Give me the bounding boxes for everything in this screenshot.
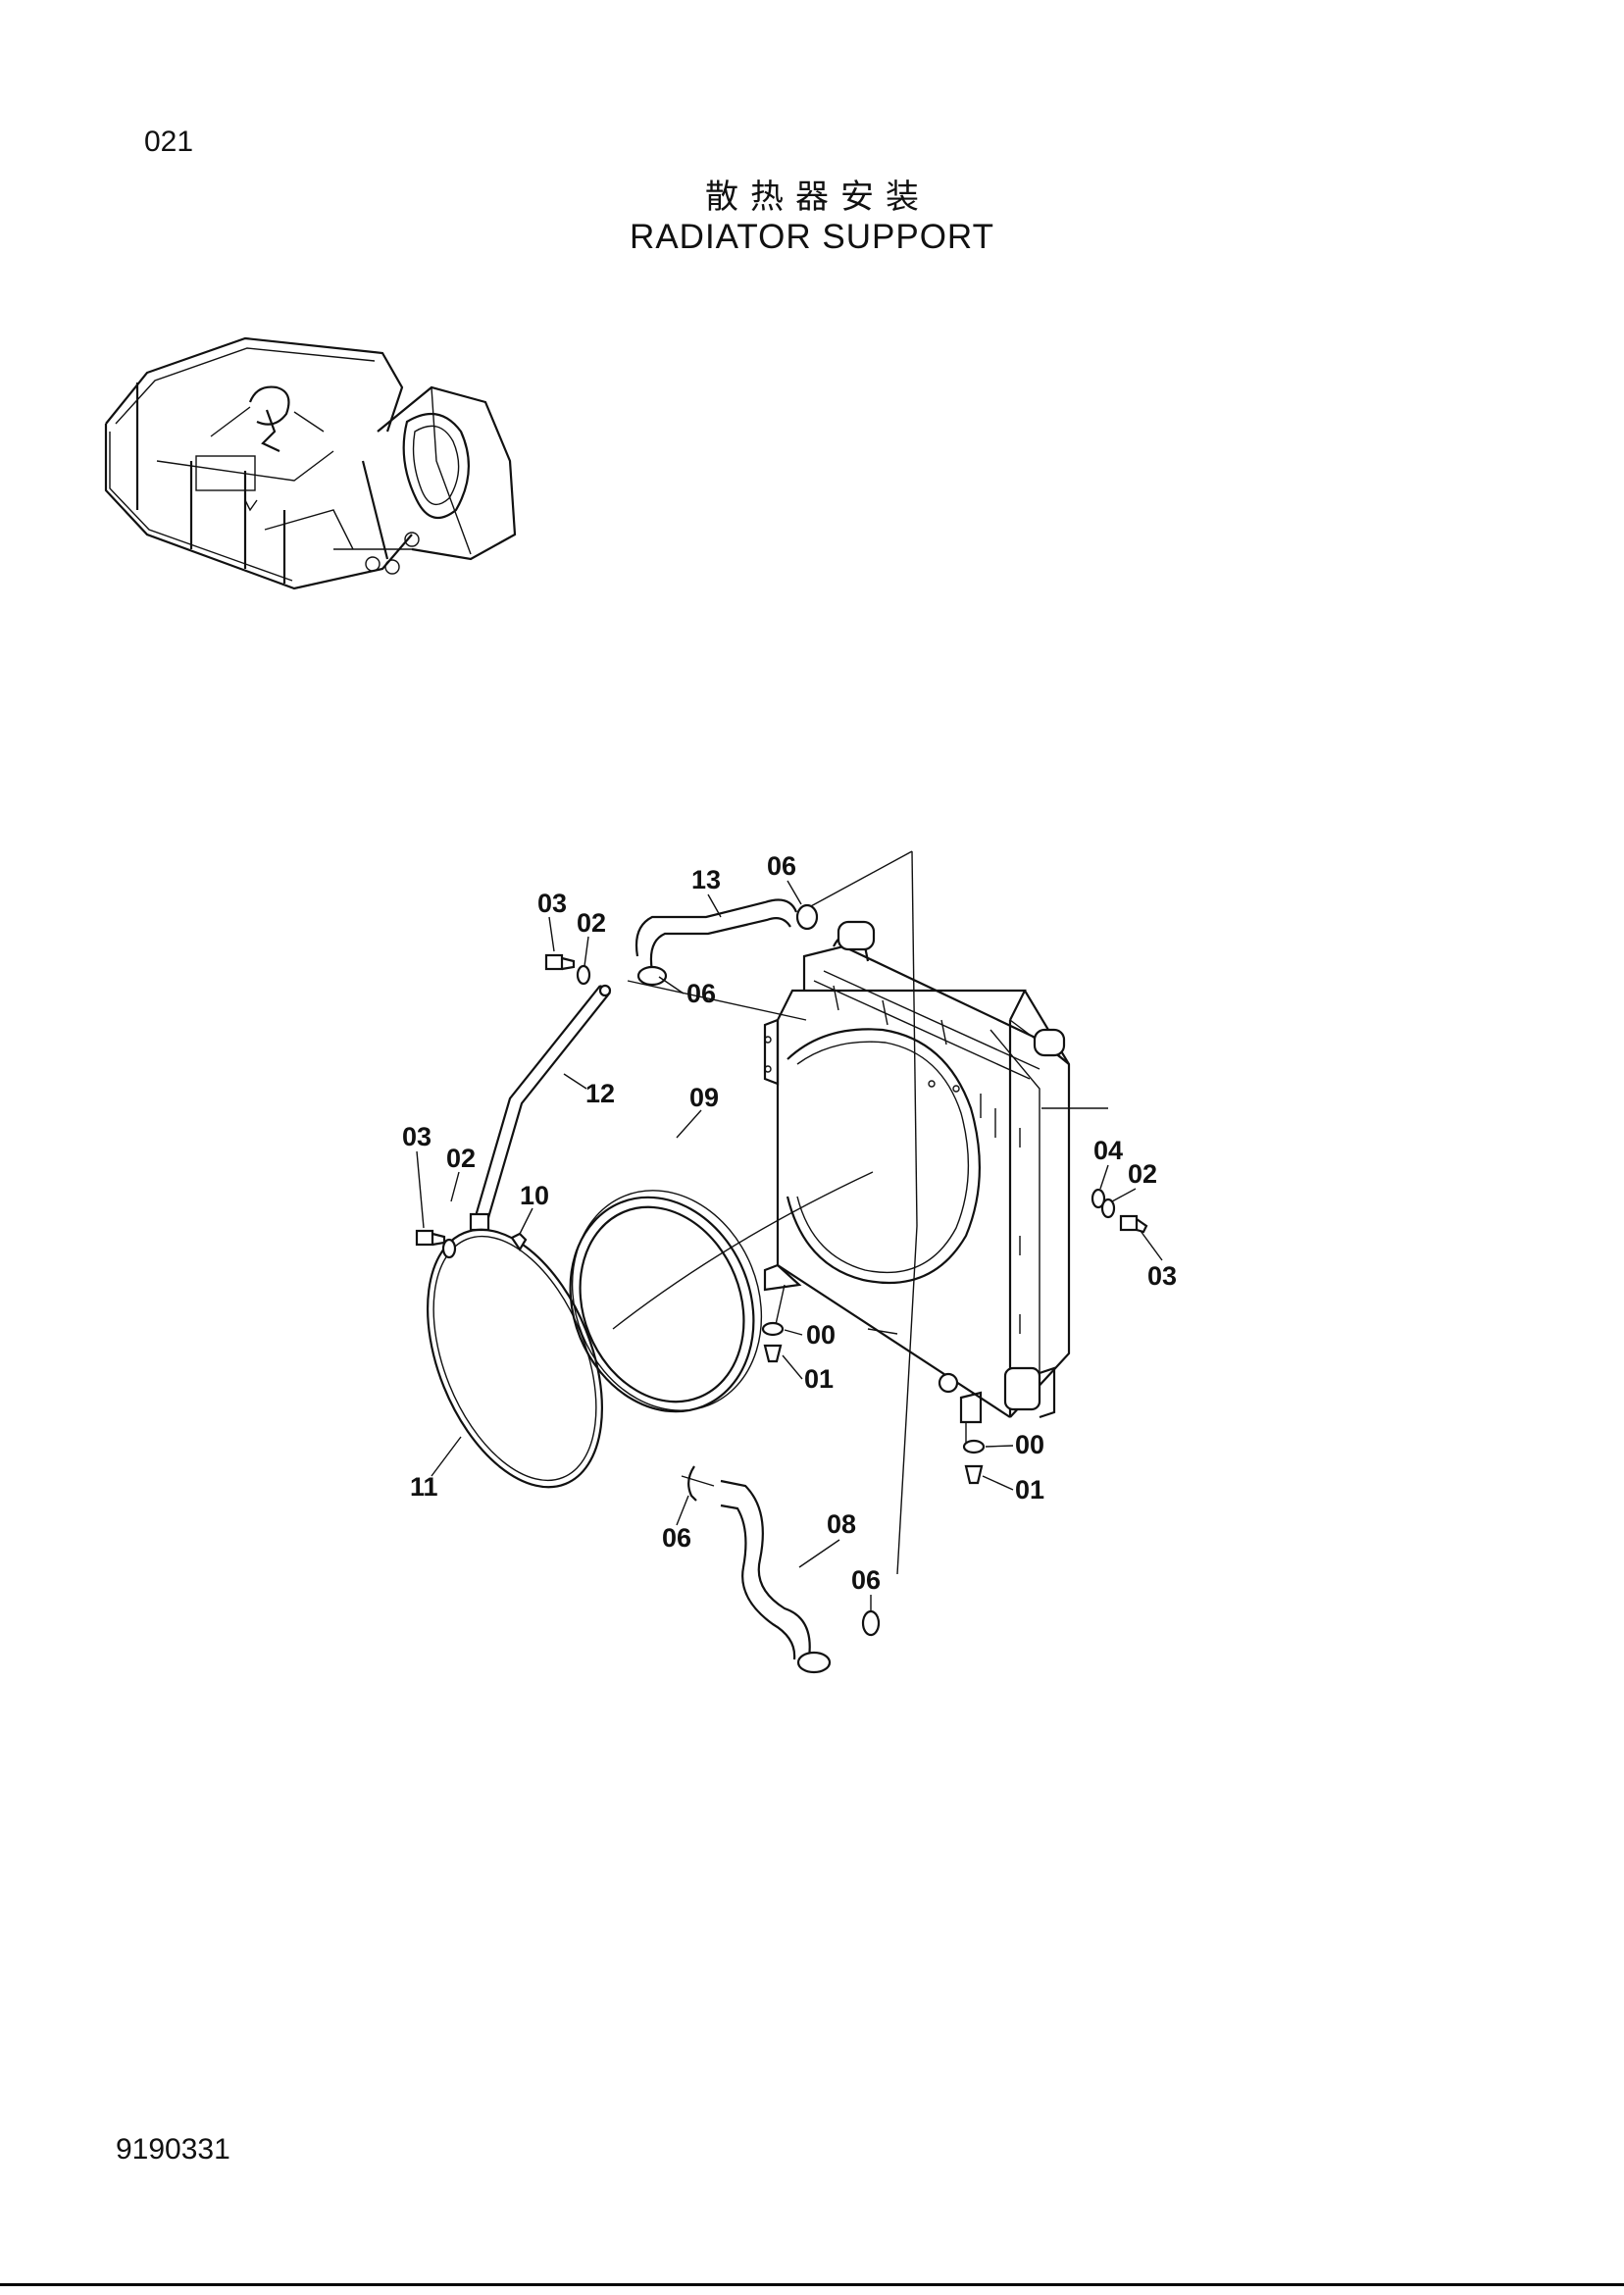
callout-12: 12 bbox=[585, 1079, 615, 1108]
hardware bbox=[415, 953, 1148, 1485]
shroud-ring-09 bbox=[569, 1190, 763, 1413]
callout-04: 04 bbox=[1093, 1136, 1123, 1165]
lower-hose-08 bbox=[687, 1465, 881, 1674]
callout-11: 11 bbox=[410, 1472, 438, 1502]
callout-00-center: 00 bbox=[806, 1320, 836, 1350]
callout-03-top: 03 bbox=[537, 889, 567, 918]
leader-lines bbox=[612, 850, 1108, 1575]
callout-00-right: 00 bbox=[1015, 1430, 1044, 1459]
document-number: 9190331 bbox=[116, 2133, 230, 2166]
machine-locator-view bbox=[104, 336, 517, 590]
callout-01-center: 01 bbox=[804, 1364, 834, 1394]
callout-03-right: 03 bbox=[1147, 1261, 1177, 1291]
callout-leaders bbox=[416, 880, 1163, 1611]
fan-ring-11 bbox=[427, 1228, 603, 1489]
callout-10: 10 bbox=[520, 1181, 549, 1210]
radiator-assembly bbox=[763, 920, 1071, 1424]
callout-06-top-right: 06 bbox=[767, 851, 796, 881]
callout-02-top: 02 bbox=[577, 908, 606, 938]
callout-02-right: 02 bbox=[1128, 1159, 1157, 1189]
callout-09: 09 bbox=[689, 1083, 719, 1112]
callout-13: 13 bbox=[691, 865, 721, 894]
upper-hose-13 bbox=[634, 898, 819, 987]
callout-06-bottom-left: 06 bbox=[662, 1523, 691, 1553]
callout-01-right: 01 bbox=[1015, 1475, 1044, 1504]
stay-rod-12 bbox=[469, 984, 612, 1232]
callout-06-bottom-right: 06 bbox=[851, 1565, 881, 1595]
page-title-english: RADIATOR SUPPORT bbox=[630, 218, 994, 256]
callout-08: 08 bbox=[827, 1509, 856, 1539]
callout-02-left: 02 bbox=[446, 1144, 476, 1173]
page-code: 021 bbox=[144, 126, 194, 158]
callout-03-left: 03 bbox=[402, 1122, 431, 1151]
page-title-chinese: 散热器安装 bbox=[705, 178, 931, 217]
callout-06-top-left: 06 bbox=[686, 979, 716, 1008]
callout-labels: 03 02 13 06 06 12 09 03 02 10 00 01 04 0… bbox=[402, 851, 1177, 1595]
footer-rule bbox=[0, 2283, 1624, 2286]
